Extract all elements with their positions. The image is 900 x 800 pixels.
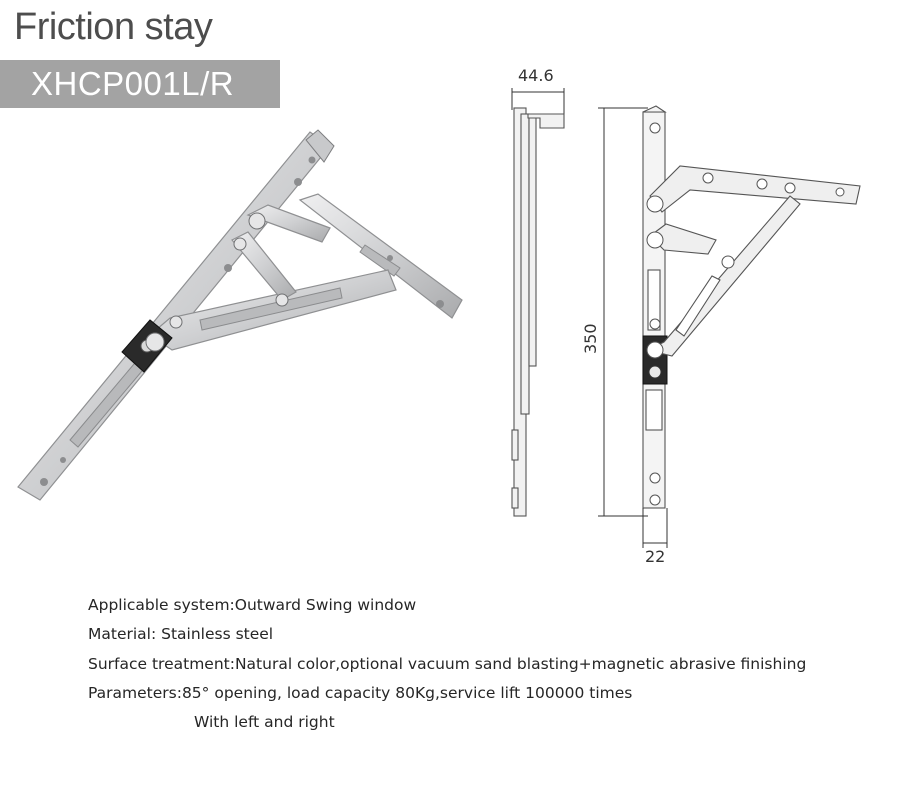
technical-drawing: 44.6 350 [511, 66, 861, 566]
short-arm [246, 204, 331, 243]
dim-label-44-6: 44.6 [518, 66, 554, 85]
front-arms [646, 165, 861, 357]
dim-label-22: 22 [645, 547, 665, 566]
model-number: XHCP001L/R [31, 65, 235, 102]
model-badge: XHCP001L/R [0, 60, 280, 108]
spec-handedness: With left and right [194, 713, 335, 732]
link-arm [231, 231, 297, 301]
product-photo [17, 129, 463, 501]
page-title: Friction stay [14, 6, 213, 48]
track-end-cap [305, 129, 335, 163]
dim-width-bottom [642, 508, 668, 548]
screw-holes [40, 156, 444, 486]
front-holes [646, 122, 845, 506]
front-view [642, 105, 667, 509]
dim-height [598, 107, 648, 517]
rivets [145, 212, 289, 352]
spec-applicable-system: Applicable system:Outward Swing window [88, 596, 417, 614]
spec-list: Applicable system:Outward Swing window M… [88, 591, 806, 737]
spec-surface-treatment: Surface treatment:Natural color,optional… [88, 654, 807, 673]
brace-slot [199, 287, 343, 331]
spec-parameters: Parameters:85° opening, load capacity 80… [88, 683, 633, 702]
side-view [511, 107, 565, 517]
spec-material: Material: Stainless steel [88, 625, 274, 644]
dim-label-350: 350 [581, 323, 600, 354]
